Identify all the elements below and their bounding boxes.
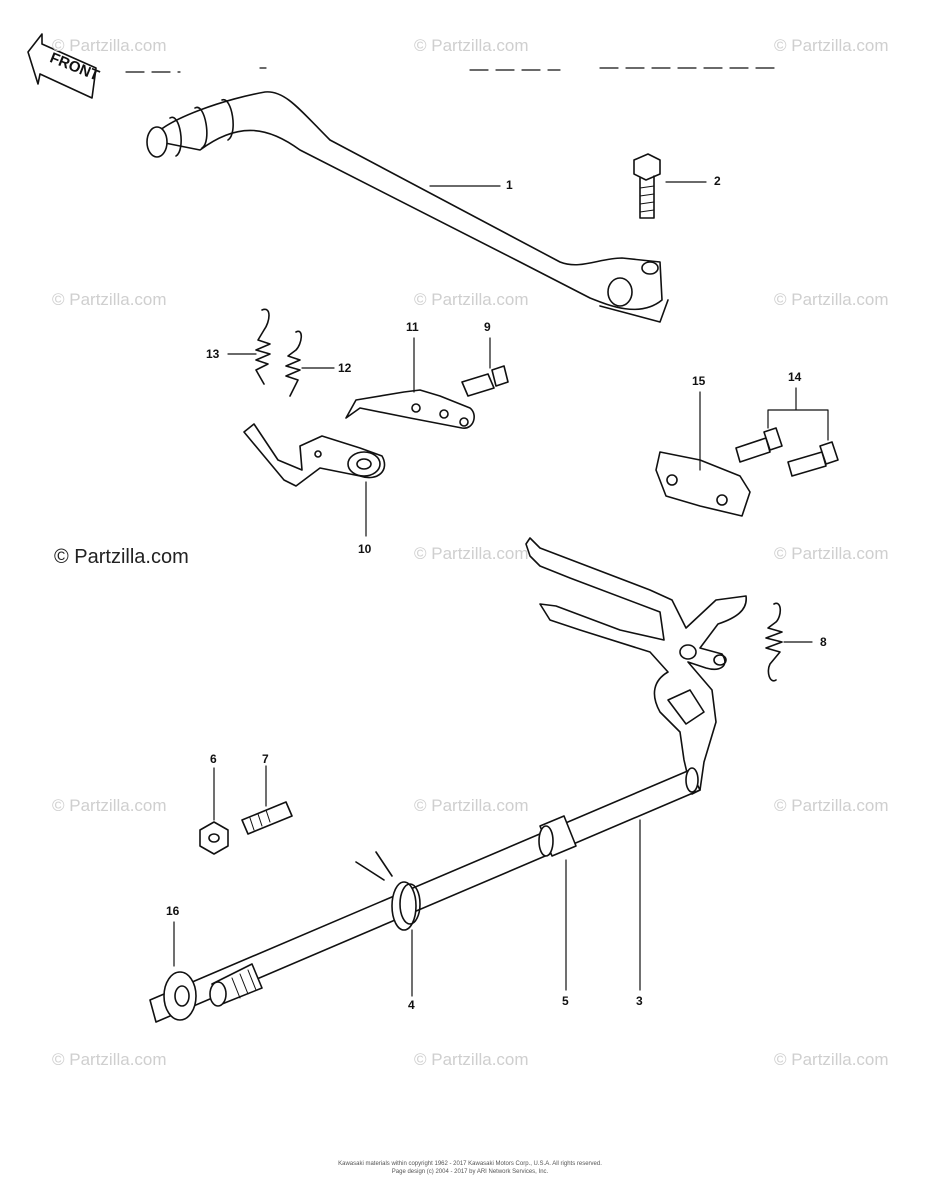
arm-10 bbox=[243, 423, 386, 487]
part-label-3: 3 bbox=[636, 994, 643, 1008]
washer-16 bbox=[163, 971, 197, 1021]
part-label-11: 11 bbox=[406, 320, 419, 334]
spring-12 bbox=[285, 330, 303, 397]
part-label-15: 15 bbox=[692, 374, 706, 388]
spring-8 bbox=[765, 602, 783, 682]
spring-13 bbox=[255, 308, 271, 385]
featured-watermark: © Partzilla.com bbox=[54, 546, 189, 568]
copyright-line-2: Page design (c) 2004 - 2017 by ARI Netwo… bbox=[391, 1169, 549, 1175]
shift-pedal-lever bbox=[146, 91, 669, 323]
part-label-13: 13 bbox=[206, 347, 220, 361]
watermark: © Partzilla.com bbox=[414, 36, 529, 55]
circlip-4 bbox=[355, 851, 421, 931]
part-label-12: 12 bbox=[338, 361, 352, 375]
copyright-line-1: Kawasaki materials within copyright 1962… bbox=[338, 1161, 602, 1167]
part-label-4: 4 bbox=[408, 998, 415, 1012]
part-label-7: 7 bbox=[262, 752, 269, 766]
watermark: © Partzilla.com bbox=[52, 796, 167, 815]
watermark: © Partzilla.com bbox=[774, 36, 889, 55]
sleeve-5 bbox=[538, 815, 577, 857]
nut-6 bbox=[199, 821, 229, 855]
watermark: © Partzilla.com bbox=[774, 544, 889, 563]
watermark: © Partzilla.com bbox=[414, 544, 529, 563]
part-label-8: 8 bbox=[820, 635, 827, 649]
watermark: © Partzilla.com bbox=[414, 796, 529, 815]
watermark: © Partzilla.com bbox=[774, 290, 889, 309]
part-label-14: 14 bbox=[788, 370, 802, 384]
watermark: © Partzilla.com bbox=[52, 290, 167, 309]
bracket-11 bbox=[345, 389, 475, 429]
screw-14a bbox=[735, 427, 783, 463]
part-label-9: 9 bbox=[484, 320, 491, 334]
part-label-6: 6 bbox=[210, 752, 217, 766]
watermark: © Partzilla.com bbox=[414, 290, 529, 309]
plate-15 bbox=[655, 451, 751, 517]
part-label-2: 2 bbox=[714, 174, 721, 188]
watermark: © Partzilla.com bbox=[774, 796, 889, 815]
part-label-1: 1 bbox=[506, 178, 513, 192]
bolt-2 bbox=[633, 153, 661, 219]
watermark: © Partzilla.com bbox=[414, 1050, 529, 1069]
watermark: © Partzilla.com bbox=[52, 1050, 167, 1069]
screw-14b bbox=[787, 441, 839, 477]
part-label-5: 5 bbox=[562, 994, 569, 1008]
shift-shaft-3 bbox=[149, 537, 747, 1023]
screw-9 bbox=[461, 365, 509, 397]
part-label-10: 10 bbox=[358, 542, 372, 556]
watermark: © Partzilla.com bbox=[52, 36, 167, 55]
watermark: © Partzilla.com bbox=[774, 1050, 889, 1069]
part-label-16: 16 bbox=[166, 904, 180, 918]
stud-7 bbox=[241, 801, 293, 835]
